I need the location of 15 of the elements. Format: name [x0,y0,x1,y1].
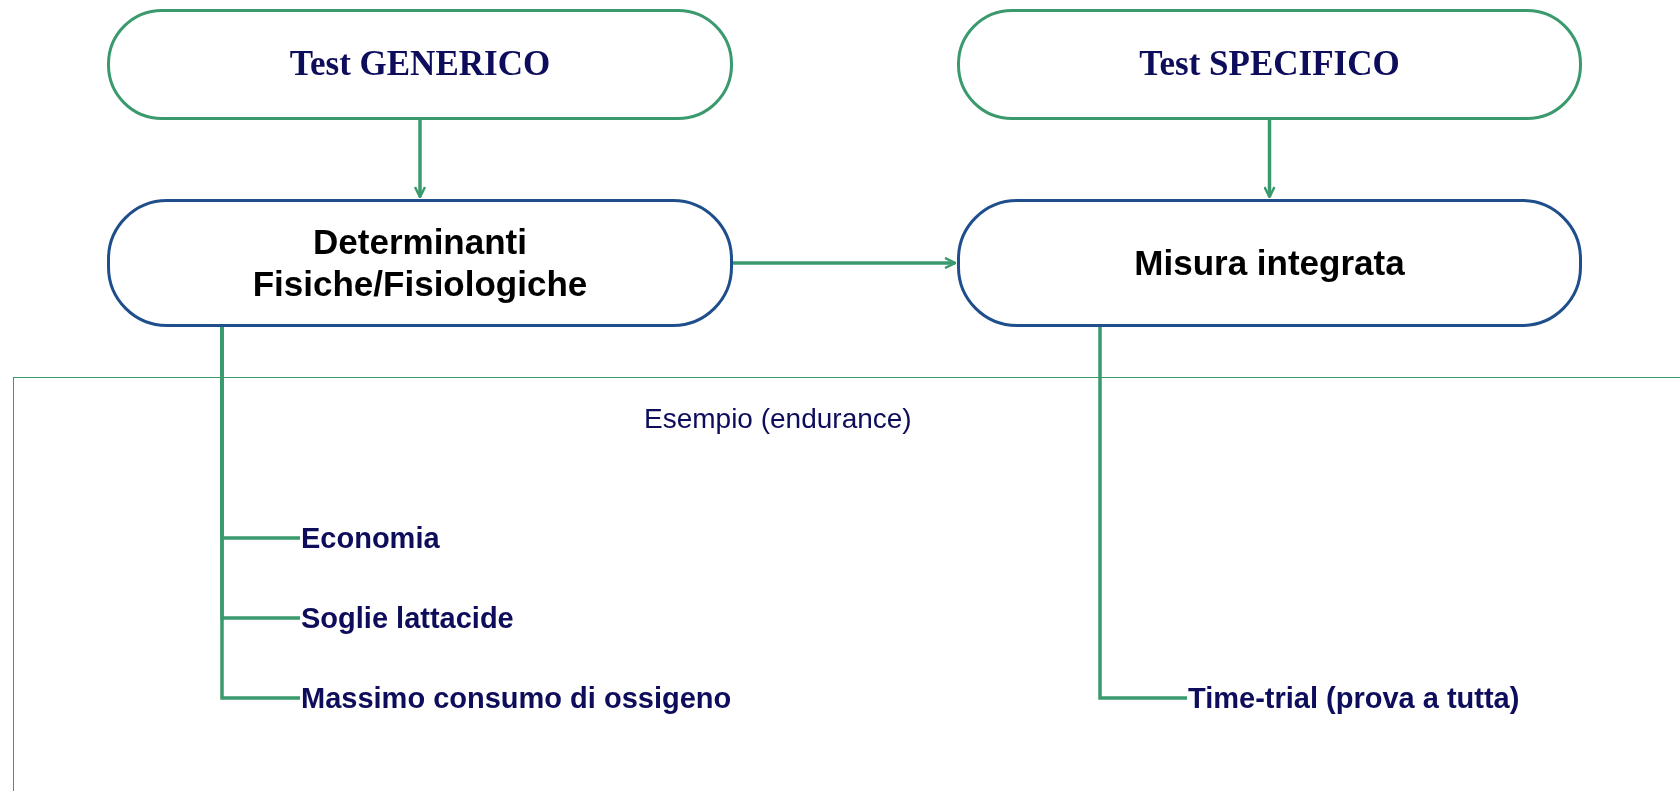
arrow [413,120,427,199]
test-pill: Test SPECIFICO [957,9,1582,120]
panel-heading: Esempio (endurance) [644,402,912,436]
example-panel [13,377,1680,791]
arrow [1263,120,1276,199]
test-pill: Test GENERICO [107,9,733,120]
item-text: Soglie lattacide [301,597,661,641]
connector-line [220,327,300,700]
category-pill: Misura integrata [957,199,1582,327]
item-text: Time-trial (prova a tutta) [1188,677,1648,721]
category-pill: Determinanti Fisiche/Fisiologiche [107,199,733,327]
item-text: Massimo consumo di ossigeno [301,677,901,721]
item-text: Economia [301,517,601,561]
connector-line [1098,327,1187,700]
arrow [733,256,957,270]
